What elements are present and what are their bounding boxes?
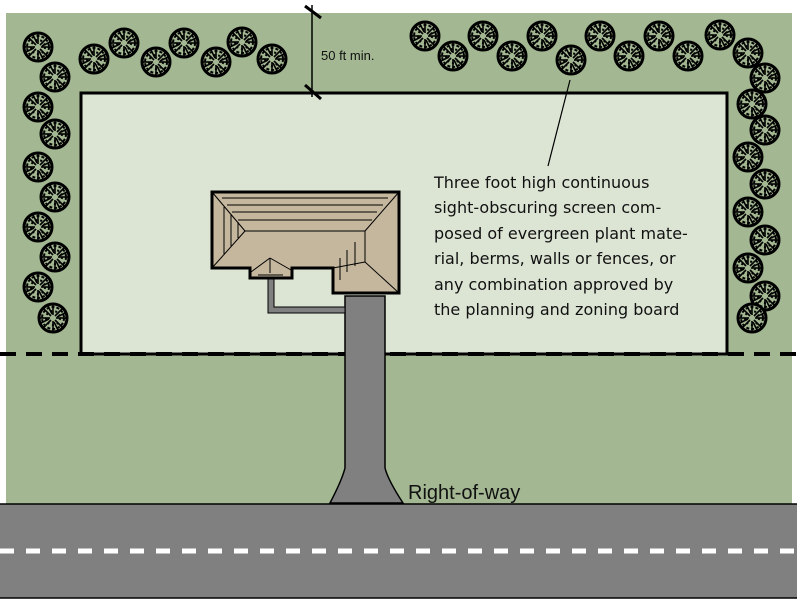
callout-line: Three foot high continuous — [433, 173, 649, 192]
evergreen-tree-icon — [108, 27, 140, 59]
evergreen-tree-icon — [613, 40, 645, 72]
evergreen-tree-icon — [732, 37, 764, 69]
evergreen-tree-icon — [555, 44, 587, 76]
right-of-way-label: Right-of-way — [408, 482, 520, 504]
evergreen-tree-icon — [643, 20, 675, 52]
callout-line: rial, berms, walls or fences, or — [434, 249, 676, 268]
evergreen-tree-icon — [22, 91, 54, 123]
callout-line: any combination approved by — [434, 275, 673, 294]
evergreen-tree-icon — [39, 118, 71, 150]
evergreen-tree-icon — [39, 241, 71, 273]
callout-line: posed of evergreen plant mate- — [434, 224, 688, 243]
evergreen-tree-icon — [409, 20, 441, 52]
evergreen-tree-icon — [22, 211, 54, 243]
evergreen-tree-icon — [672, 40, 704, 72]
evergreen-tree-icon — [140, 46, 172, 78]
evergreen-tree-icon — [584, 20, 616, 52]
callout-line: sight-obscuring screen com- — [434, 198, 661, 217]
evergreen-tree-icon — [496, 40, 528, 72]
evergreen-tree-icon — [732, 196, 764, 228]
evergreen-tree-icon — [22, 31, 54, 63]
evergreen-tree-icon — [37, 302, 69, 334]
evergreen-tree-icon — [749, 62, 781, 94]
setback-label: 50 ft min. — [321, 48, 374, 63]
setback-dimension — [304, 4, 322, 101]
evergreen-tree-icon — [39, 61, 71, 93]
evergreen-tree-icon — [22, 151, 54, 183]
evergreen-tree-icon — [749, 114, 781, 146]
evergreen-tree-icon — [22, 271, 54, 303]
screen-callout: Three foot high continuous sight-obscuri… — [433, 173, 688, 319]
callout-leader-line — [547, 79, 571, 167]
evergreen-tree-icon — [736, 88, 768, 120]
evergreen-tree-icon — [467, 20, 499, 52]
evergreen-tree-icon — [736, 302, 768, 334]
house-roof — [210, 190, 401, 295]
evergreen-tree-icon — [704, 19, 736, 51]
evergreen-tree-icon — [226, 26, 258, 58]
evergreen-tree-icon — [78, 43, 110, 75]
callout-line: the planning and zoning board — [434, 300, 679, 319]
evergreen-tree-icon — [39, 181, 71, 213]
building-lot — [79, 91, 729, 356]
driveway — [328, 295, 405, 504]
evergreen-tree-icon — [749, 168, 781, 200]
evergreen-tree-icon — [437, 40, 469, 72]
evergreen-tree-icon — [526, 20, 558, 52]
evergreen-tree-icon — [200, 46, 232, 78]
evergreen-tree-icon — [168, 27, 200, 59]
evergreen-tree-icon — [732, 141, 764, 173]
evergreen-tree-icon — [732, 252, 764, 284]
evergreen-tree-icon — [256, 43, 288, 75]
evergreen-tree-icon — [749, 224, 781, 256]
